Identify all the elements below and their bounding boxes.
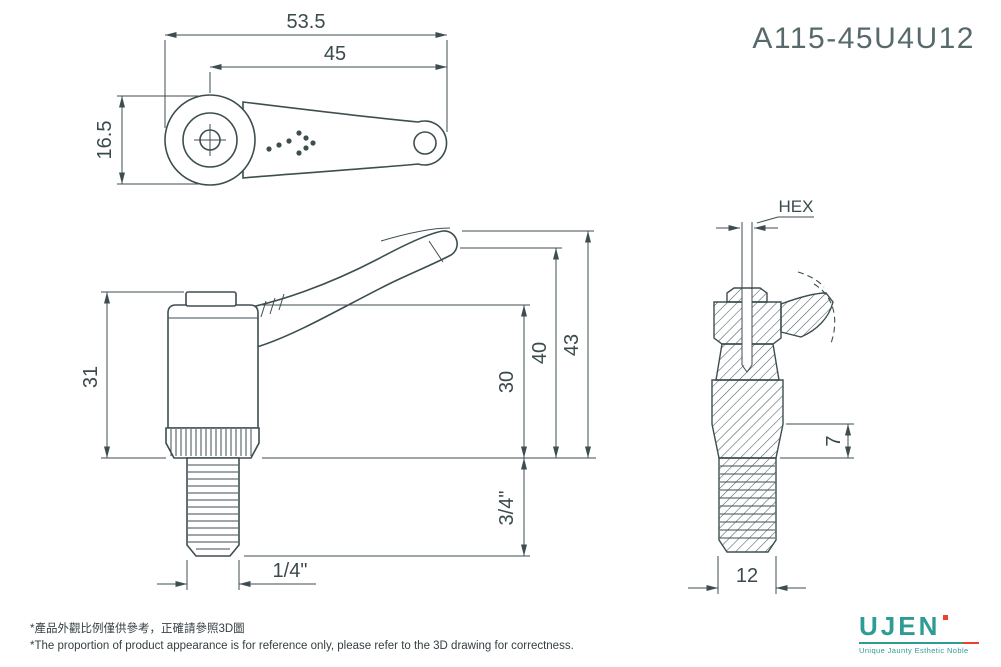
dim-stud-width: 12 bbox=[736, 565, 758, 587]
logo-rule-red bbox=[963, 641, 979, 644]
lever-phantom-arc-2 bbox=[797, 271, 825, 288]
dim-clamp-height: 30 bbox=[496, 371, 518, 393]
dim-height-40: 40 bbox=[529, 342, 551, 364]
thread-lines-front bbox=[188, 464, 238, 550]
side-arm-stub bbox=[780, 292, 834, 338]
arm-cap-top-line bbox=[380, 227, 451, 242]
logo-name: UJEN bbox=[859, 610, 941, 641]
logo-accent-dot bbox=[943, 614, 949, 620]
dim-overall-height: 43 bbox=[561, 334, 583, 356]
dim-step-height: 7 bbox=[823, 435, 845, 446]
thread-lines-side bbox=[720, 465, 775, 539]
clamp-body-front bbox=[167, 304, 259, 429]
dim-arm-length: 45 bbox=[324, 43, 346, 65]
dim-thread-size: 1/4" bbox=[273, 560, 308, 582]
lever-arm-front bbox=[235, 230, 458, 354]
part-number: A115-45U4U12 bbox=[752, 22, 975, 55]
top-view: 53.5 45 16.5 bbox=[94, 11, 448, 186]
dim-thread-length: 3/4" bbox=[496, 491, 518, 526]
knurled-nut bbox=[165, 427, 260, 459]
side-section-view: HEX 7 12 bbox=[688, 197, 854, 594]
footnote-en: *The proportion of product appearance is… bbox=[30, 639, 574, 652]
hex-label: HEX bbox=[779, 197, 814, 216]
boss-mid-circle bbox=[182, 112, 238, 168]
lever-end-hole bbox=[413, 131, 437, 155]
front-view: 31 30 40 43 3/4" 1/4" bbox=[80, 227, 596, 590]
logo-rule-teal bbox=[859, 641, 963, 644]
dim-body-height: 31 bbox=[80, 366, 102, 388]
footnotes: *產品外觀比例僅供參考，正確請參照3D圖 *The proportion of … bbox=[30, 621, 574, 656]
arm-ribs bbox=[260, 293, 285, 318]
lever-phantom-arc bbox=[813, 283, 836, 347]
dim-overall-length: 53.5 bbox=[287, 11, 326, 33]
center-crosshair bbox=[194, 124, 226, 156]
logo-tagline: Unique Jaunty Esthetic Noble bbox=[859, 646, 969, 655]
logo-rule bbox=[859, 641, 979, 644]
lever-arm-top-outline bbox=[242, 101, 448, 179]
top-cap bbox=[185, 291, 237, 307]
dim-boss-dia: 16.5 bbox=[94, 121, 116, 160]
footnote-zh: *產品外觀比例僅供參考，正確請參照3D圖 bbox=[30, 622, 245, 635]
side-lower-body bbox=[711, 379, 784, 459]
arm-tip-separator bbox=[428, 240, 444, 263]
ujen-logo: UJEN Unique Jaunty Esthetic Noble bbox=[859, 610, 979, 655]
knurl-lines bbox=[170, 429, 252, 456]
hex-socket-bore bbox=[741, 289, 753, 365]
grip-dimples bbox=[266, 130, 316, 156]
hex-socket-lines bbox=[741, 222, 753, 373]
